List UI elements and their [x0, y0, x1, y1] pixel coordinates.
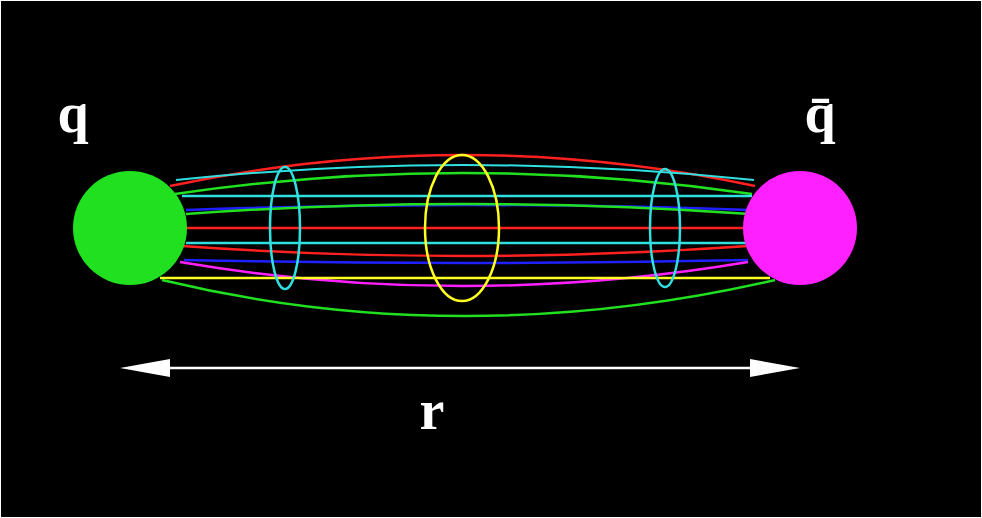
- sphere-shape: [72, 170, 188, 286]
- distance-arrow: [120, 359, 800, 377]
- distance-label: r: [420, 382, 445, 438]
- particle-label: q̄: [804, 85, 835, 141]
- particle-label: q: [57, 85, 88, 141]
- sphere-shape: [742, 170, 858, 286]
- quark-sphere: q: [72, 170, 188, 286]
- quark-sphere: q̄: [742, 170, 858, 286]
